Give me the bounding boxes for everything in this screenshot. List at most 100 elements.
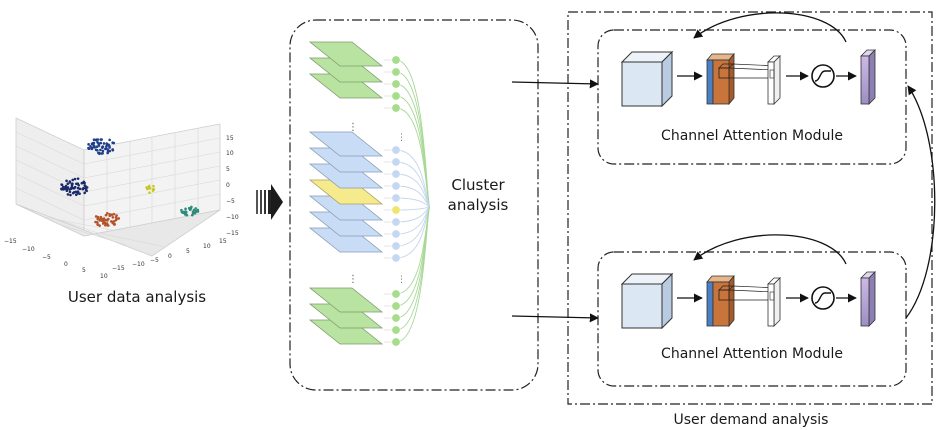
cluster-node	[391, 157, 401, 167]
scatter-point	[105, 142, 109, 145]
cluster-node	[391, 313, 401, 323]
ellipsis-glyph: ⋮	[397, 133, 406, 143]
scatter-point	[98, 219, 102, 222]
scatter-clusters	[60, 138, 200, 227]
cluster-node	[391, 241, 401, 251]
cluster-node	[391, 229, 401, 239]
scatter-point	[112, 212, 116, 216]
scatter-point	[181, 211, 185, 215]
x-tick: −5	[42, 254, 51, 261]
scatter-point	[95, 221, 99, 224]
y-tick: −15	[112, 265, 125, 272]
cluster-node	[391, 67, 401, 77]
scatter-point	[101, 149, 105, 153]
scatter-point	[92, 138, 96, 141]
scatter-point	[106, 148, 110, 151]
scatter-point	[101, 151, 104, 155]
feature-plate	[767, 277, 781, 327]
scatter-point	[192, 208, 196, 212]
conv-block	[706, 274, 735, 328]
cluster-node	[391, 301, 401, 311]
y-tick: 5	[186, 248, 190, 255]
x-tick: 10	[100, 273, 108, 280]
scatter-point	[152, 184, 155, 188]
channel-attention-module-top: Channel Attention Module	[597, 12, 907, 165]
scatter-point	[99, 141, 103, 145]
channel-attention-module-bottom: Channel Attention Module	[597, 234, 907, 387]
scatter-point	[146, 187, 149, 191]
skip-connection-arrow	[693, 234, 847, 265]
node-connection	[395, 206, 431, 259]
scatter-point	[66, 182, 70, 185]
scatter-point	[84, 188, 88, 192]
user-demand-label: User demand analysis	[674, 412, 829, 428]
scatter-point	[90, 146, 94, 149]
y-axis-ticks: −15 −10 −5 0 5 10 15	[112, 238, 227, 272]
x-tick: 0	[64, 261, 68, 268]
z-tick: 15	[226, 135, 234, 142]
conv-block	[706, 52, 735, 106]
cluster-node	[391, 337, 401, 347]
z-tick: 10	[226, 150, 234, 157]
z-axis-ticks: 15 10 5 0 −5 −10 −15	[226, 135, 239, 237]
scatter-point	[117, 217, 121, 220]
scatter-point	[180, 208, 183, 212]
scatter-point	[71, 186, 75, 190]
node-connection	[395, 206, 431, 211]
scatter-plot-3d: 15 10 5 0 −5 −10 −15 −15 −10 −5 0 5 10 −…	[4, 117, 239, 280]
ellipsis-glyph: ⋮	[397, 275, 406, 285]
scatter-point	[60, 183, 63, 186]
scatter-point	[99, 138, 103, 141]
skip-connection-arrow	[693, 12, 847, 43]
scatter-point	[76, 177, 80, 180]
cluster-nodes	[391, 55, 401, 347]
sigmoid-icon	[811, 64, 835, 88]
scatter-point	[66, 186, 70, 189]
scatter-point	[68, 181, 72, 184]
scatter-point	[148, 186, 151, 190]
scatter-point	[82, 186, 85, 190]
scatter-point	[111, 148, 115, 152]
scatter-point	[95, 145, 99, 149]
x-tick: −10	[22, 246, 35, 253]
layer-stack-green-top	[308, 41, 384, 99]
scatter-point	[68, 190, 72, 194]
scatter-point	[106, 223, 109, 227]
scatter-point	[104, 223, 107, 227]
scatter-point	[71, 178, 74, 182]
scatter-point	[78, 192, 81, 195]
cluster-node	[391, 91, 401, 101]
cluster-label-line1: Cluster	[451, 176, 505, 194]
scatter-point	[72, 191, 76, 194]
layer-stack-green-bottom	[308, 287, 384, 345]
scatter-point	[104, 213, 108, 217]
green-layer	[308, 287, 384, 313]
feedback-arrow	[905, 85, 936, 319]
scatter-point	[63, 187, 67, 191]
green-layer	[308, 41, 384, 67]
cluster-node	[391, 103, 401, 113]
y-tick: −5	[150, 257, 159, 264]
cluster-node	[391, 55, 401, 65]
scatter-point	[106, 211, 109, 215]
scatter-point	[196, 208, 200, 212]
scatter-point	[152, 188, 155, 192]
scatter-point	[96, 140, 99, 144]
scatter-point	[87, 143, 90, 146]
cluster-analysis-box	[289, 19, 539, 391]
y-tick: 0	[168, 253, 172, 260]
scatter-point	[66, 193, 70, 196]
big-arrow-icon	[256, 184, 283, 220]
scatter-point	[71, 182, 74, 185]
layer-stack-blue	[308, 131, 384, 253]
cluster-connections	[384, 59, 431, 343]
scatter-point	[73, 177, 77, 181]
scatter-point	[102, 217, 106, 220]
scatter-point	[65, 179, 68, 183]
scatter-point	[111, 220, 115, 224]
cluster-label-line2: analysis	[448, 196, 509, 214]
scatter-point	[78, 187, 82, 191]
cluster-node	[391, 289, 401, 299]
cluster-node	[391, 79, 401, 89]
user-data-analysis-label: User data analysis	[68, 288, 206, 306]
